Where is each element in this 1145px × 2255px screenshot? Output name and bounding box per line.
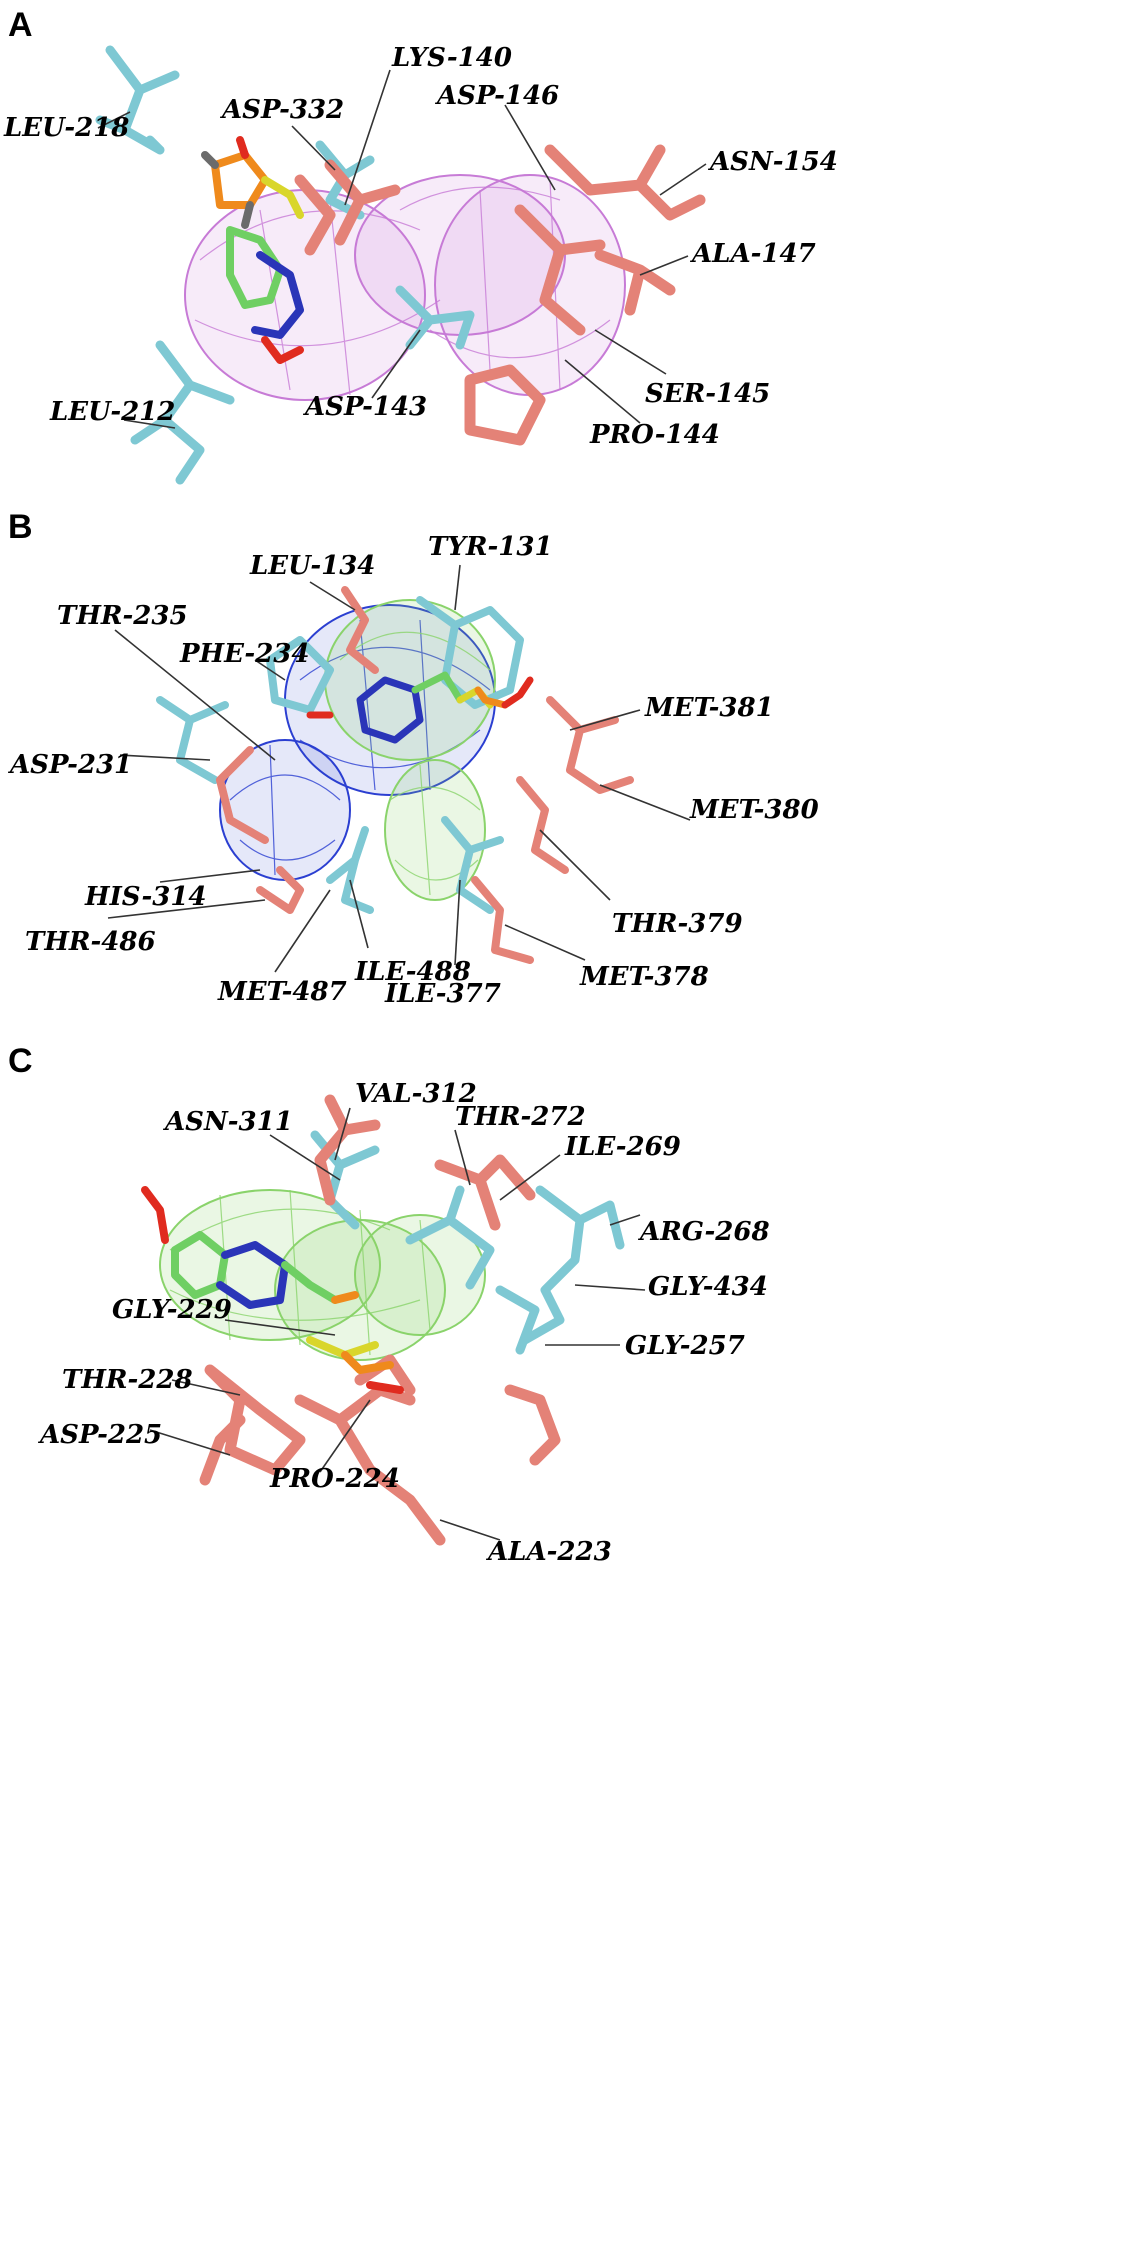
label-tyr-131: TYR-131: [428, 532, 553, 562]
panel-a-ligand: [201, 136, 304, 364]
label-asn-311: ASN-311: [162, 1107, 293, 1137]
label-met-381: MET-381: [644, 693, 774, 723]
panel-c-letter: C: [8, 1042, 33, 1080]
panel-c: C: [8, 1042, 770, 1567]
label-asp-146: ASP-146: [434, 81, 559, 111]
label-ala-147: ALA-147: [689, 239, 816, 269]
label-met-378: MET-378: [579, 962, 709, 992]
panel-b-letter: B: [8, 508, 33, 546]
label-lys-140: LYS-140: [391, 43, 512, 73]
panel-c-ligand: [141, 1186, 404, 1394]
label-gly-229: GLY-229: [112, 1295, 232, 1325]
panel-c-residues-salmon: [199, 1094, 561, 1546]
label-asp-225: ASP-225: [37, 1420, 162, 1450]
label-phe-234: PHE-234: [179, 639, 309, 669]
label-pro-224: PRO-224: [269, 1464, 400, 1494]
label-ile-488: ILE-488: [354, 957, 471, 987]
label-his-314: HIS-314: [84, 882, 207, 912]
label-thr-235: THR-235: [57, 601, 188, 631]
panel-b-leader-lines: [107, 564, 691, 973]
label-asp-332: ASP-332: [219, 95, 344, 125]
label-leu-212: LEU-212: [49, 397, 175, 427]
label-asn-154: ASN-154: [707, 147, 838, 177]
panel-c-mesh-green: [159, 1189, 486, 1361]
label-leu-218: LEU-218: [3, 113, 129, 143]
label-gly-257: GLY-257: [625, 1331, 745, 1361]
label-ile-269: ILE-269: [564, 1132, 681, 1162]
label-met-380: MET-380: [689, 795, 819, 825]
label-asp-231: ASP-231: [7, 750, 132, 780]
panel-c-leader-lines: [149, 1107, 646, 1541]
label-thr-486: THR-486: [25, 927, 156, 957]
panel-a-letter: A: [8, 6, 33, 44]
label-ala-223: ALA-223: [485, 1537, 612, 1567]
panel-b: B: [7, 508, 819, 1009]
panel-a-leader-lines: [97, 69, 707, 429]
label-thr-228: THR-228: [62, 1365, 193, 1395]
panel-a-residues-salmon: [294, 144, 706, 446]
panel-b-mesh-blue: [219, 604, 496, 881]
panel-b-residues-salmon: [216, 586, 634, 964]
label-ile-377: ILE-377: [384, 979, 501, 1009]
panel-b-ligand: [306, 671, 534, 744]
label-leu-134: LEU-134: [249, 551, 375, 581]
label-thr-379: THR-379: [612, 909, 743, 939]
label-val-312: VAL-312: [355, 1079, 477, 1109]
panel-a-residues-cyan: [95, 45, 475, 485]
label-met-487: MET-487: [217, 977, 347, 1007]
label-thr-272: THR-272: [455, 1102, 586, 1132]
label-asp-143: ASP-143: [302, 392, 427, 422]
label-pro-144: PRO-144: [589, 420, 720, 450]
panel-a: A: [3, 6, 838, 485]
label-arg-268: ARG-268: [637, 1217, 770, 1247]
label-gly-434: GLY-434: [648, 1272, 768, 1302]
label-ser-145: SER-145: [645, 379, 770, 409]
